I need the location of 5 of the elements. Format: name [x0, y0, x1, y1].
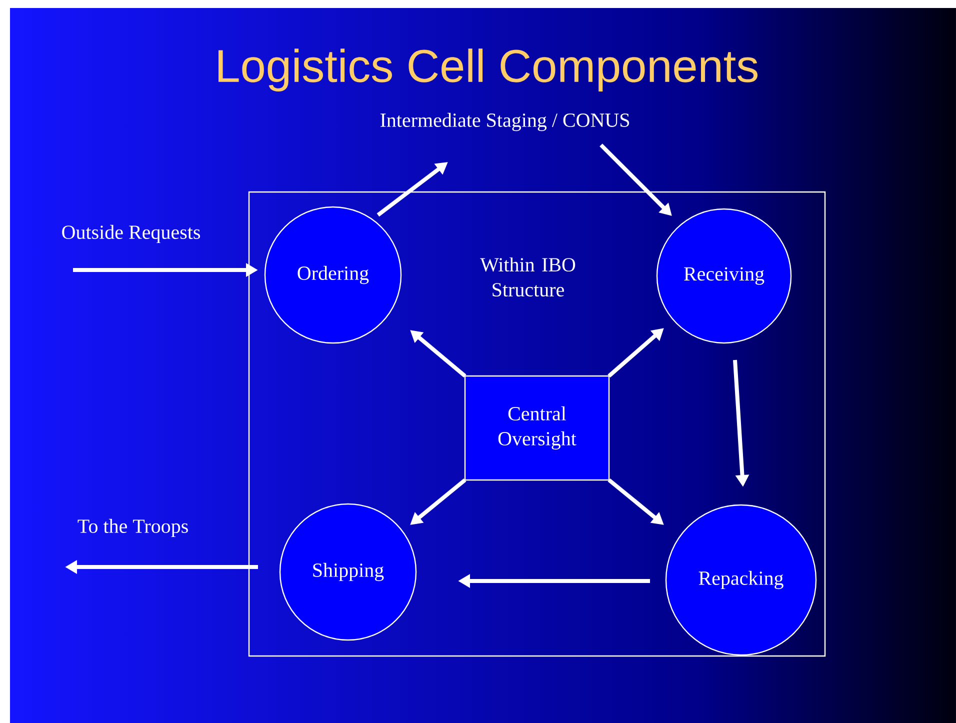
label-text: Intermediate Staging / CONUS: [380, 112, 630, 132]
process-box: Central Oversight: [464, 375, 610, 481]
label-text: Outside Requests: [62, 224, 200, 244]
title: Logistics Cell Components: [218, 48, 758, 92]
label-text: To the Troops: [78, 518, 188, 538]
